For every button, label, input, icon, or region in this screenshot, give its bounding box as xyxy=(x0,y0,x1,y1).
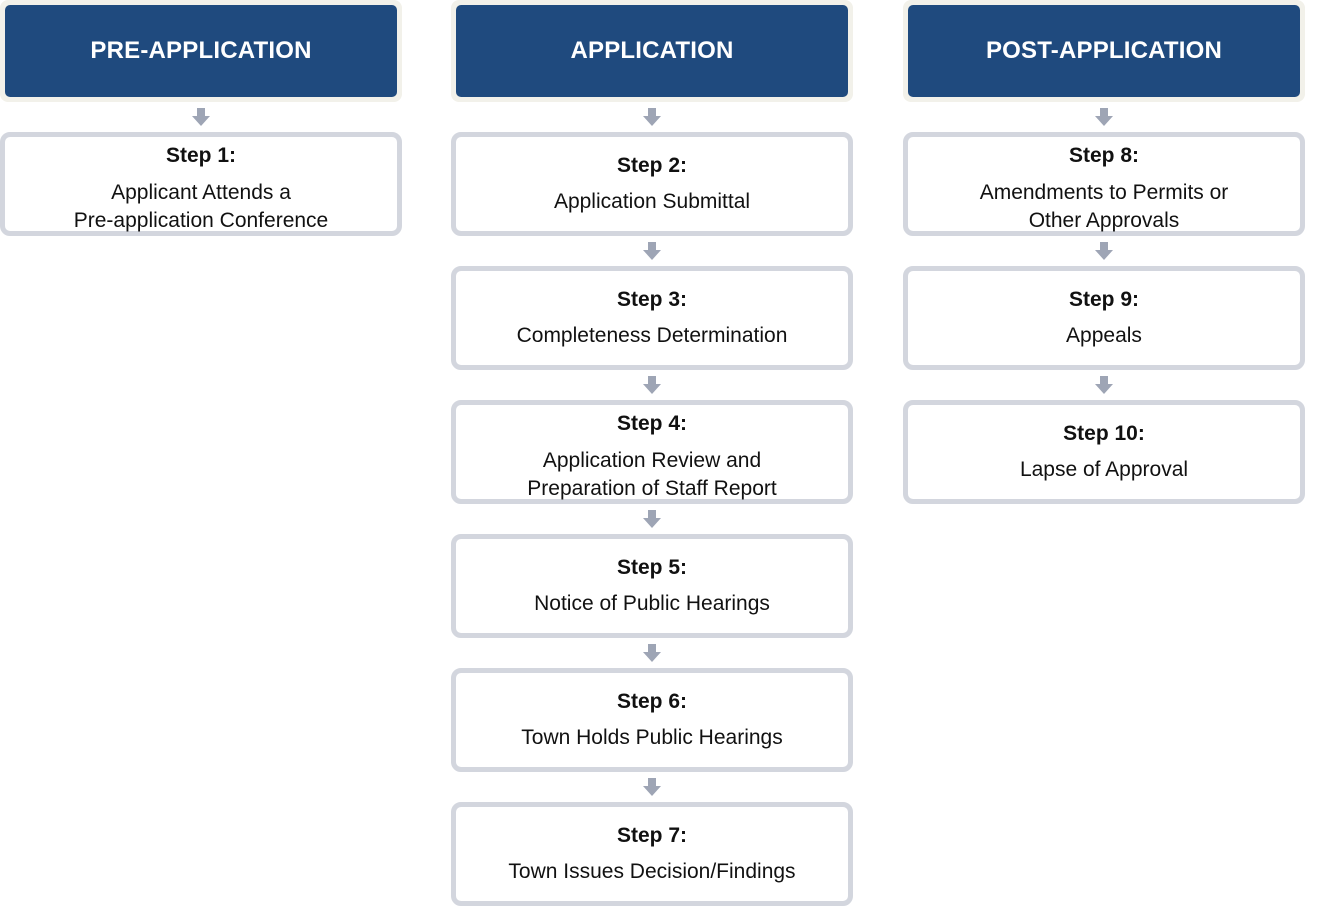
phase-header-pre-application: PRE-APPLICATION xyxy=(0,0,402,102)
down-arrow-icon xyxy=(1095,376,1113,394)
phase-title: POST-APPLICATION xyxy=(908,5,1300,97)
step-box-3: Step 3: Completeness Determination xyxy=(451,266,853,370)
phase-header-post-application: POST-APPLICATION xyxy=(903,0,1305,102)
step-box-5: Step 5: Notice of Public Hearings xyxy=(451,534,853,638)
step-title: Step 2: xyxy=(616,153,687,177)
step-description: Appeals xyxy=(1066,323,1142,347)
down-arrow-icon xyxy=(643,644,661,662)
step-description: Town Issues Decision/Findings xyxy=(508,859,796,883)
down-arrow-icon xyxy=(643,778,661,796)
step-box-1: Step 1: Applicant Attends a Pre-applicat… xyxy=(0,132,402,236)
phase-header-application: APPLICATION xyxy=(451,0,853,102)
step-title: Step 1: xyxy=(165,144,236,167)
step-title: Step 4: xyxy=(616,412,687,435)
down-arrow-icon xyxy=(643,242,661,260)
step-title: Step 6: xyxy=(616,689,687,713)
down-arrow-icon xyxy=(1095,242,1113,260)
down-arrow-icon xyxy=(192,108,210,126)
step-description: Application Submittal xyxy=(553,189,751,213)
step-title: Step 10: xyxy=(1063,421,1145,445)
step-box-6: Step 6: Town Holds Public Hearings xyxy=(451,668,853,772)
step-title: Step 8: xyxy=(1068,144,1139,167)
step-title: Step 7: xyxy=(616,823,687,847)
step-box-4: Step 4: Application Review and Preparati… xyxy=(451,400,853,504)
step-title: Step 5: xyxy=(616,555,687,579)
step-description: Application Review and Preparation of St… xyxy=(527,449,777,500)
step-description: Completeness Determination xyxy=(516,323,788,347)
down-arrow-icon xyxy=(643,510,661,528)
phase-title: APPLICATION xyxy=(456,5,848,97)
step-description: Lapse of Approval xyxy=(1019,457,1189,481)
step-box-7: Step 7: Town Issues Decision/Findings xyxy=(451,802,853,906)
step-title: Step 3: xyxy=(616,287,687,311)
phase-title: PRE-APPLICATION xyxy=(5,5,397,97)
step-box-9: Step 9: Appeals xyxy=(903,266,1305,370)
step-box-8: Step 8: Amendments to Permits or Other A… xyxy=(903,132,1305,236)
down-arrow-icon xyxy=(1095,108,1113,126)
step-box-2: Step 2: Application Submittal xyxy=(451,132,853,236)
down-arrow-icon xyxy=(643,108,661,126)
step-description: Notice of Public Hearings xyxy=(534,591,770,615)
step-description: Amendments to Permits or Other Approvals xyxy=(979,181,1229,232)
step-description: Applicant Attends a Pre-application Conf… xyxy=(73,181,329,232)
step-description: Town Holds Public Hearings xyxy=(521,725,783,749)
down-arrow-icon xyxy=(643,376,661,394)
step-box-10: Step 10: Lapse of Approval xyxy=(903,400,1305,504)
step-title: Step 9: xyxy=(1068,287,1139,311)
